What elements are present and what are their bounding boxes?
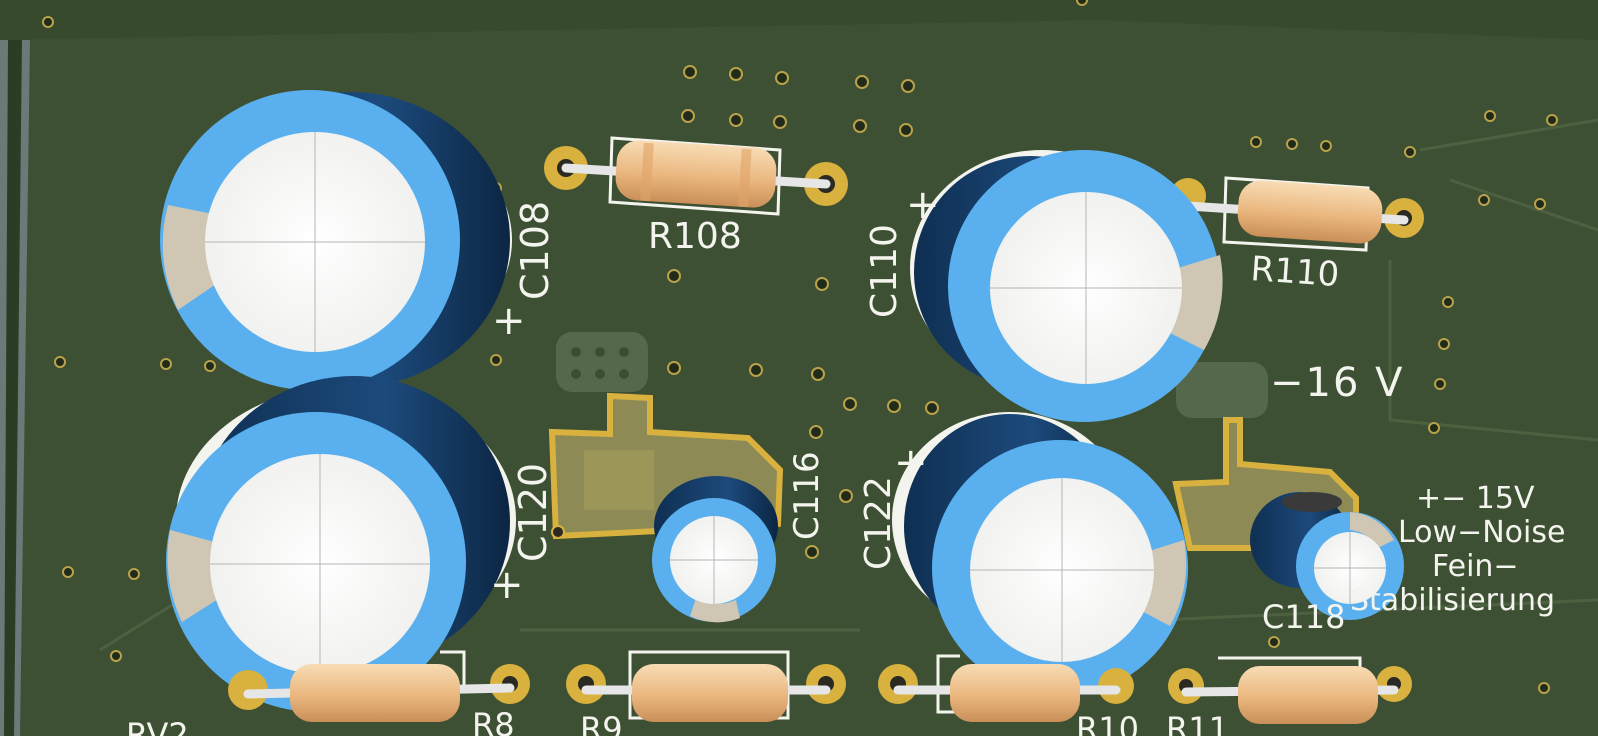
- thermal-dots-left: [571, 347, 629, 379]
- label-r9: R9: [580, 710, 623, 736]
- label-c116: C116: [787, 451, 827, 540]
- resistor-r11: [1168, 656, 1412, 724]
- note-line-1: +− 15V: [1416, 481, 1535, 516]
- plus-c120: +: [490, 562, 524, 608]
- board-edge-shade: [0, 0, 1598, 40]
- label-c120: C120: [511, 463, 555, 562]
- capacitor-c116: [652, 476, 778, 623]
- label-r110: R110: [1249, 249, 1340, 295]
- label-c122: C122: [858, 476, 899, 570]
- label-c108: C108: [513, 201, 557, 300]
- voltage-label: −16 V: [1270, 360, 1405, 406]
- resistor-r108: [544, 136, 848, 216]
- capacitor-c120: [166, 376, 516, 712]
- note-line-4: Stabilisierung: [1350, 583, 1555, 618]
- plus-c110: +: [906, 182, 940, 228]
- thermal-pad-left: [556, 332, 648, 392]
- silkscreen-note: +− 15V Low−Noise Fein− Stabilisierung: [1350, 481, 1565, 618]
- label-c118: C118: [1262, 598, 1345, 636]
- note-line-3: Fein−: [1432, 549, 1519, 584]
- capacitor-c118: [1250, 492, 1404, 620]
- note-line-2: Low−Noise: [1398, 515, 1565, 550]
- resistor-r8: [228, 650, 530, 722]
- plus-c108: +: [492, 298, 526, 344]
- plus-c122: +: [894, 440, 928, 486]
- label-r8: R8: [472, 706, 515, 736]
- capacitor-c122: [892, 412, 1188, 696]
- vias: [42, 0, 1558, 694]
- capacitor-c110: [910, 150, 1223, 422]
- board-left-rim: [4, 40, 22, 736]
- capacitor-c108: [160, 90, 512, 390]
- resistor-r10: [878, 654, 1134, 722]
- label-r10: R10: [1076, 710, 1139, 736]
- resistor-r9: [566, 650, 846, 722]
- label-c110: C110: [864, 224, 905, 318]
- label-r108: R108: [648, 216, 742, 257]
- thermal-pad-right: [1176, 362, 1268, 418]
- label-rv2: RV2: [126, 716, 189, 736]
- resistor-r110: [1170, 176, 1424, 252]
- label-r11: R11: [1166, 710, 1229, 736]
